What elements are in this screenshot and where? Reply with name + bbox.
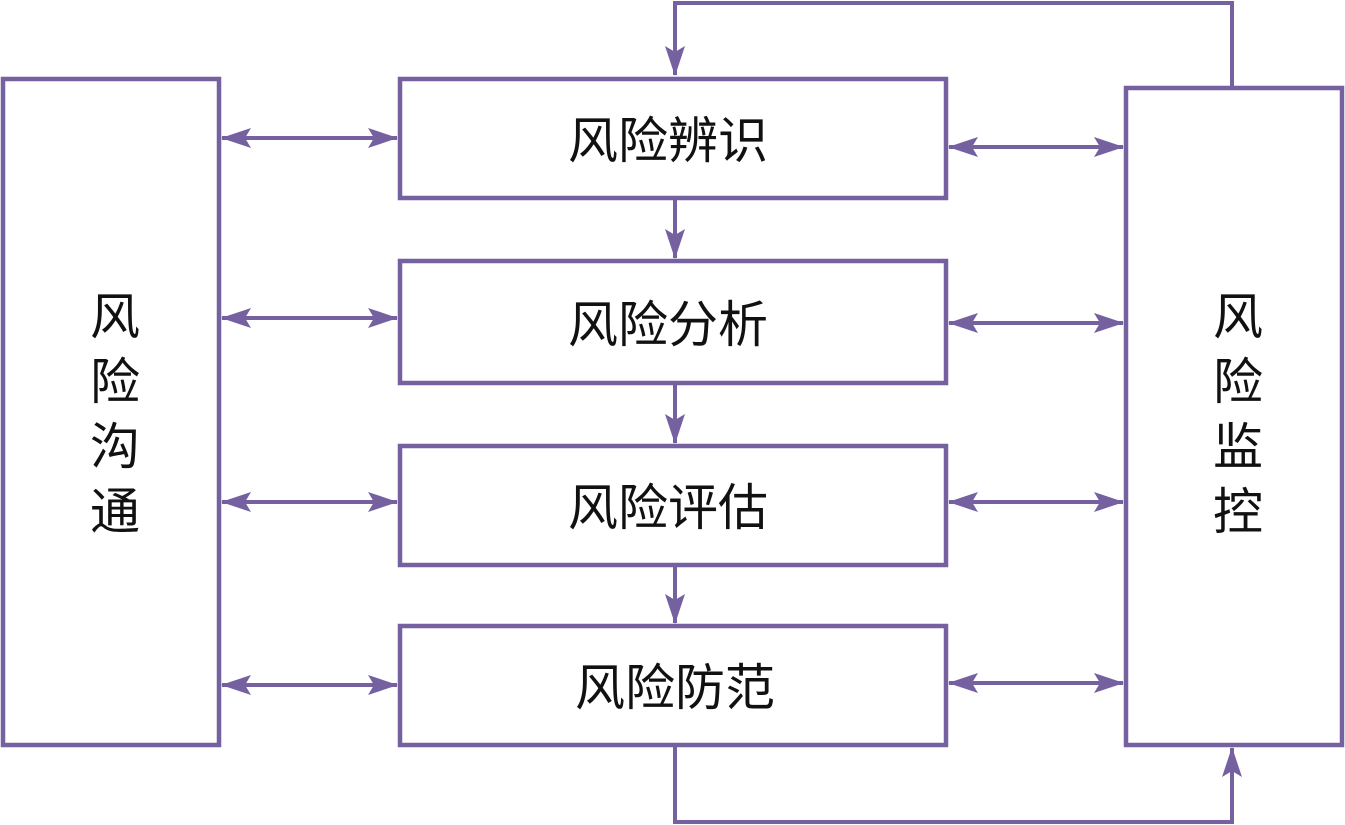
edge-monitoring-to-identification xyxy=(665,1,1234,87)
edge-prevention-to-monitoring xyxy=(673,745,1242,824)
node-identification-label: 风险辨识 xyxy=(568,112,768,170)
node-prevention-label: 风险防范 xyxy=(575,659,775,717)
node-prevention: 风险防范 xyxy=(397,623,949,748)
node-communication-label: 风险沟通 xyxy=(82,290,140,550)
node-analysis-label: 风险分析 xyxy=(568,296,768,354)
node-communication xyxy=(0,76,222,748)
node-evaluation: 风险评估 xyxy=(397,443,949,568)
node-evaluation-label: 风险评估 xyxy=(568,479,768,537)
node-identification: 风险辨识 xyxy=(397,76,949,201)
node-monitoring-label: 风险监控 xyxy=(1205,290,1263,550)
node-monitoring xyxy=(1123,85,1345,748)
node-analysis: 风险分析 xyxy=(397,258,949,386)
